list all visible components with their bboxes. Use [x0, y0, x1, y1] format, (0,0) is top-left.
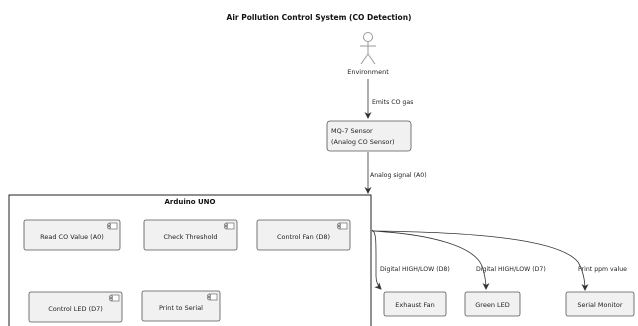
component-icon	[109, 294, 120, 302]
component-check-threshold: Check Threshold	[143, 219, 238, 251]
component-icon	[337, 222, 348, 230]
green-led-label: Green LED	[475, 301, 509, 309]
mq7-sensor-node: MQ-7 Sensor (Analog CO Sensor)	[326, 120, 412, 152]
component-label: Print to Serial	[159, 304, 203, 312]
component-box	[28, 291, 123, 323]
edge-label-serial: Print ppm value	[578, 266, 627, 273]
environment-actor: Environment	[347, 32, 389, 76]
component-icon	[207, 293, 218, 301]
serial-monitor-node: Serial Monitor	[565, 291, 635, 317]
component-label: Control LED (D7)	[48, 305, 103, 313]
serial-monitor-label: Serial Monitor	[577, 301, 622, 309]
component-icon	[224, 222, 235, 230]
edge-serial	[371, 230, 589, 291]
component-box	[256, 219, 351, 251]
component-label: Read CO Value (A0)	[40, 233, 104, 241]
component-label: Check Threshold	[163, 233, 217, 241]
arduino-package-title: Arduino UNO	[165, 198, 216, 206]
component-read-co: Read CO Value (A0)	[23, 219, 121, 251]
component-control-fan: Control Fan (D8)	[256, 219, 351, 251]
exhaust-fan-label: Exhaust Fan	[395, 301, 434, 309]
component-print-serial: Print to Serial	[141, 290, 221, 322]
green-led-node: Green LED	[464, 291, 521, 317]
edge-label-analog: Analog signal (A0)	[370, 172, 427, 179]
edge-label-led: Digital HIGH/LOW (D7)	[476, 266, 546, 273]
sensor-title: MQ-7 Sensor	[331, 127, 373, 135]
edge-led	[371, 230, 490, 290]
edge-fan	[371, 229, 382, 290]
arduino-package: Arduino UNO Read CO Value (A0) Check Thr…	[8, 194, 372, 326]
exhaust-fan-box	[383, 291, 447, 317]
exhaust-fan-node: Exhaust Fan	[383, 291, 447, 317]
component-control-led: Control LED (D7)	[28, 291, 123, 323]
serial-monitor-box	[565, 291, 635, 317]
green-led-box	[464, 291, 521, 317]
edge-label-emits: Emits CO gas	[372, 99, 413, 106]
edge-label-fan: Digital HIGH/LOW (D8)	[380, 266, 450, 273]
mq7-sensor-box	[326, 120, 412, 152]
component-box	[141, 290, 221, 322]
actor-label: Environment	[347, 68, 389, 76]
stick-figure-icon	[360, 32, 376, 65]
component-icon	[107, 222, 118, 230]
component-box	[23, 219, 121, 251]
component-box	[143, 219, 238, 251]
sensor-subtitle: (Analog CO Sensor)	[331, 138, 395, 146]
component-label: Control Fan (D8)	[277, 233, 330, 241]
diagram-title: Air Pollution Control System (CO Detecti…	[227, 13, 412, 22]
